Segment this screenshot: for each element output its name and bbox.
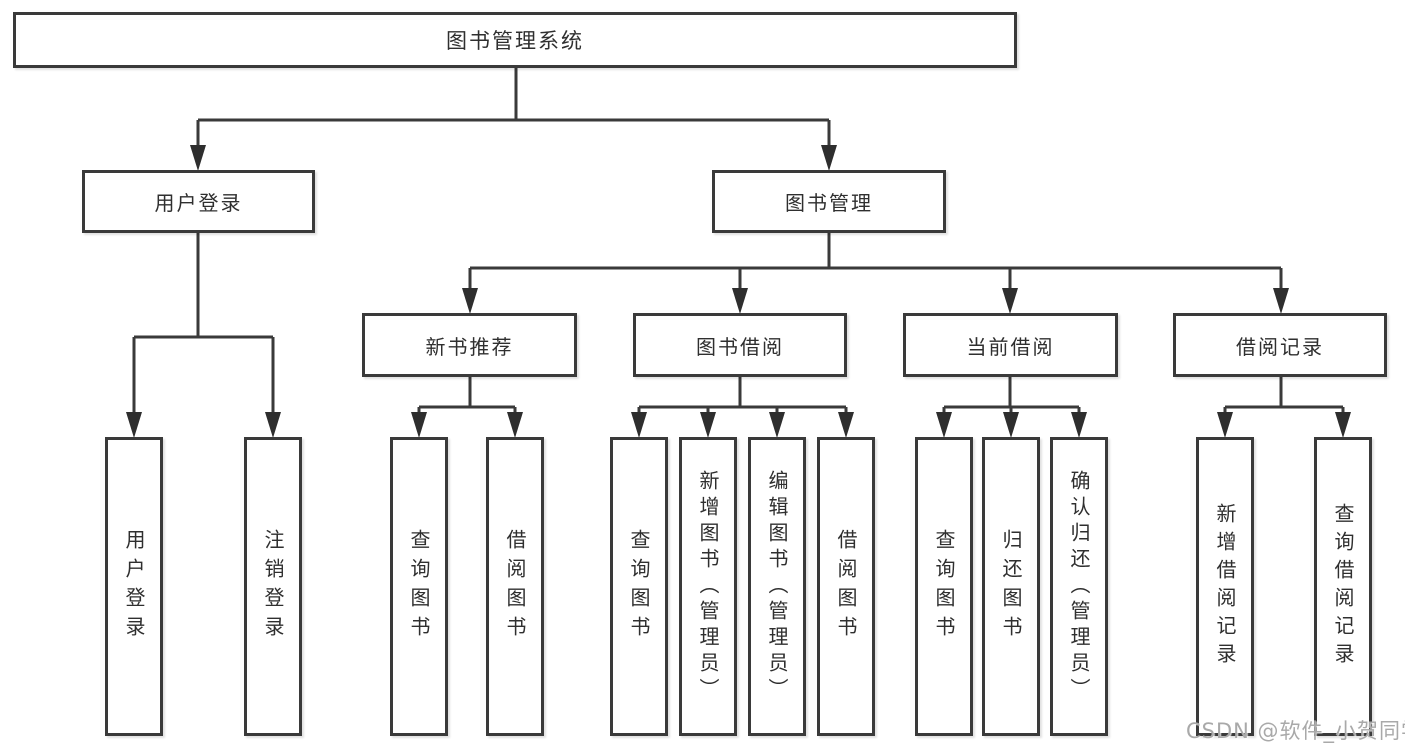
leaf-return-book: 归还图书 bbox=[982, 437, 1040, 736]
arrowheads bbox=[126, 145, 1351, 438]
node-label: 新增借阅记录 bbox=[1213, 502, 1237, 671]
leaf-edit-book-admin: 编辑图书（管理员） bbox=[748, 437, 806, 736]
node-current-borrowing: 当前借阅 bbox=[903, 313, 1118, 377]
node-label: 借阅记录 bbox=[1236, 334, 1324, 359]
node-label: 图书借阅 bbox=[696, 334, 784, 359]
node-label: 借阅图书 bbox=[834, 528, 858, 645]
node-label: 查询图书 bbox=[407, 528, 431, 645]
leaf-add-book-admin: 新增图书（管理员） bbox=[679, 437, 737, 736]
leaf-user-login: 用户登录 bbox=[105, 437, 163, 736]
node-label: 用户登录 bbox=[154, 191, 243, 215]
node-label: 新书推荐 bbox=[425, 334, 514, 359]
leaf-confirm-return-admin: 确认归还（管理员） bbox=[1050, 437, 1108, 736]
node-book-borrowing: 图书借阅 bbox=[633, 313, 847, 377]
node-label: 图书管理 bbox=[785, 191, 873, 215]
node-label: 当前借阅 bbox=[966, 334, 1055, 359]
leaf-borrow-book-borrowing: 借阅图书 bbox=[817, 437, 875, 736]
leaf-borrow-book-recommend: 借阅图书 bbox=[486, 437, 544, 736]
node-label: 借阅图书 bbox=[503, 528, 527, 645]
node-label: 图书管理系统 bbox=[446, 29, 584, 53]
node-user-login: 用户登录 bbox=[82, 170, 315, 233]
leaf-query-book-borrowing: 查询图书 bbox=[610, 437, 668, 736]
node-new-book-recommend: 新书推荐 bbox=[362, 313, 577, 377]
node-label: 查询借阅记录 bbox=[1331, 502, 1355, 671]
node-label: 用户登录 bbox=[122, 528, 146, 645]
node-label: 查询图书 bbox=[932, 528, 956, 645]
leaf-query-borrow-record: 查询借阅记录 bbox=[1314, 437, 1372, 736]
leaf-query-book-recommend: 查询图书 bbox=[390, 437, 448, 736]
node-label: 注销登录 bbox=[261, 528, 285, 645]
node-book-management: 图书管理 bbox=[712, 170, 946, 233]
csdn-watermark: CSDN @软件_小贺同学 bbox=[1186, 719, 1405, 743]
leaf-query-book-current: 查询图书 bbox=[915, 437, 973, 736]
node-label: 查询图书 bbox=[627, 528, 651, 645]
node-label: 新增图书（管理员） bbox=[696, 469, 720, 704]
node-label: 确认归还（管理员） bbox=[1067, 469, 1091, 704]
node-label: 编辑图书（管理员） bbox=[765, 469, 789, 704]
leaf-add-borrow-record: 新增借阅记录 bbox=[1196, 437, 1254, 736]
node-label: 归还图书 bbox=[999, 528, 1023, 645]
node-borrow-records: 借阅记录 bbox=[1173, 313, 1387, 377]
node-system-root: 图书管理系统 bbox=[13, 12, 1017, 68]
leaf-logout: 注销登录 bbox=[244, 437, 302, 736]
